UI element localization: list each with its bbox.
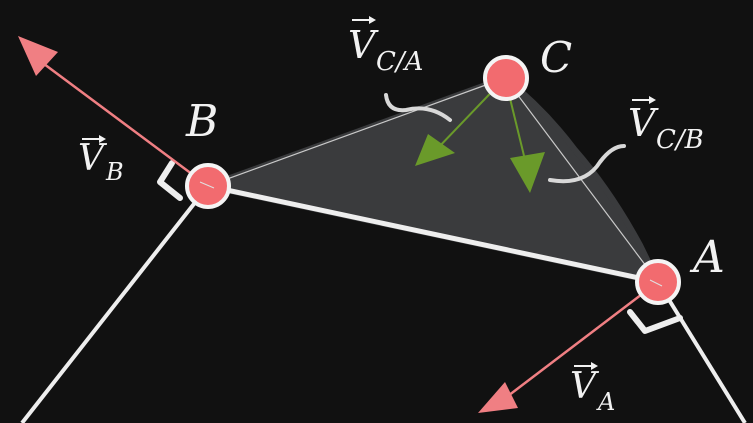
ground-link-b bbox=[20, 184, 210, 423]
label-v-a: V A bbox=[570, 362, 615, 416]
vector-symbol-b: V bbox=[78, 138, 108, 179]
vector-subscript-a: A bbox=[596, 388, 615, 416]
velocity-arrow-b bbox=[35, 56, 209, 188]
relative-velocity-arrowhead-c-b bbox=[510, 152, 545, 193]
relative-velocity-arrowhead-c-a bbox=[415, 134, 455, 166]
vector-symbol-a: V bbox=[570, 366, 600, 407]
right-angle-mark-a bbox=[627, 309, 683, 334]
velocity-arrowhead-b bbox=[18, 36, 58, 76]
pin-line-a bbox=[649, 279, 663, 287]
right-angle-mark-b bbox=[157, 160, 183, 201]
vector-symbol-c-a: V bbox=[348, 23, 379, 67]
vector-subscript-b: B bbox=[105, 158, 124, 186]
ground-link-a bbox=[656, 280, 747, 423]
pin-line-b bbox=[199, 181, 215, 189]
coupler-triangle bbox=[205, 75, 661, 285]
label-a: A bbox=[689, 232, 725, 283]
label-c: C bbox=[540, 33, 572, 82]
vector-overarrow-head-c-b bbox=[649, 96, 656, 104]
point-c bbox=[483, 55, 529, 101]
label-callout-c-a bbox=[384, 93, 452, 122]
vector-subscript-c-a: C/A bbox=[376, 47, 423, 77]
vector-overarrow-head-c-a bbox=[369, 16, 376, 24]
vector-subscript-c-b: C/B bbox=[656, 125, 704, 155]
vector-overarrow-head-b bbox=[99, 135, 106, 143]
velocity-arrow-a bbox=[499, 281, 659, 403]
label-callout-c-b bbox=[548, 144, 626, 184]
link-b-a bbox=[205, 183, 661, 285]
edge-b-c bbox=[207, 77, 506, 187]
label-v-b: V B bbox=[78, 135, 124, 186]
label-b: B bbox=[185, 96, 218, 147]
vector-symbol-c-b: V bbox=[628, 101, 659, 145]
point-a bbox=[635, 259, 681, 305]
vector-overarrow-head-a bbox=[591, 362, 598, 370]
label-v-c-a: V C/A bbox=[348, 16, 423, 77]
point-b bbox=[185, 163, 231, 209]
label-v-c-b: V C/B bbox=[628, 96, 704, 155]
velocity-arrowhead-a bbox=[478, 382, 518, 413]
